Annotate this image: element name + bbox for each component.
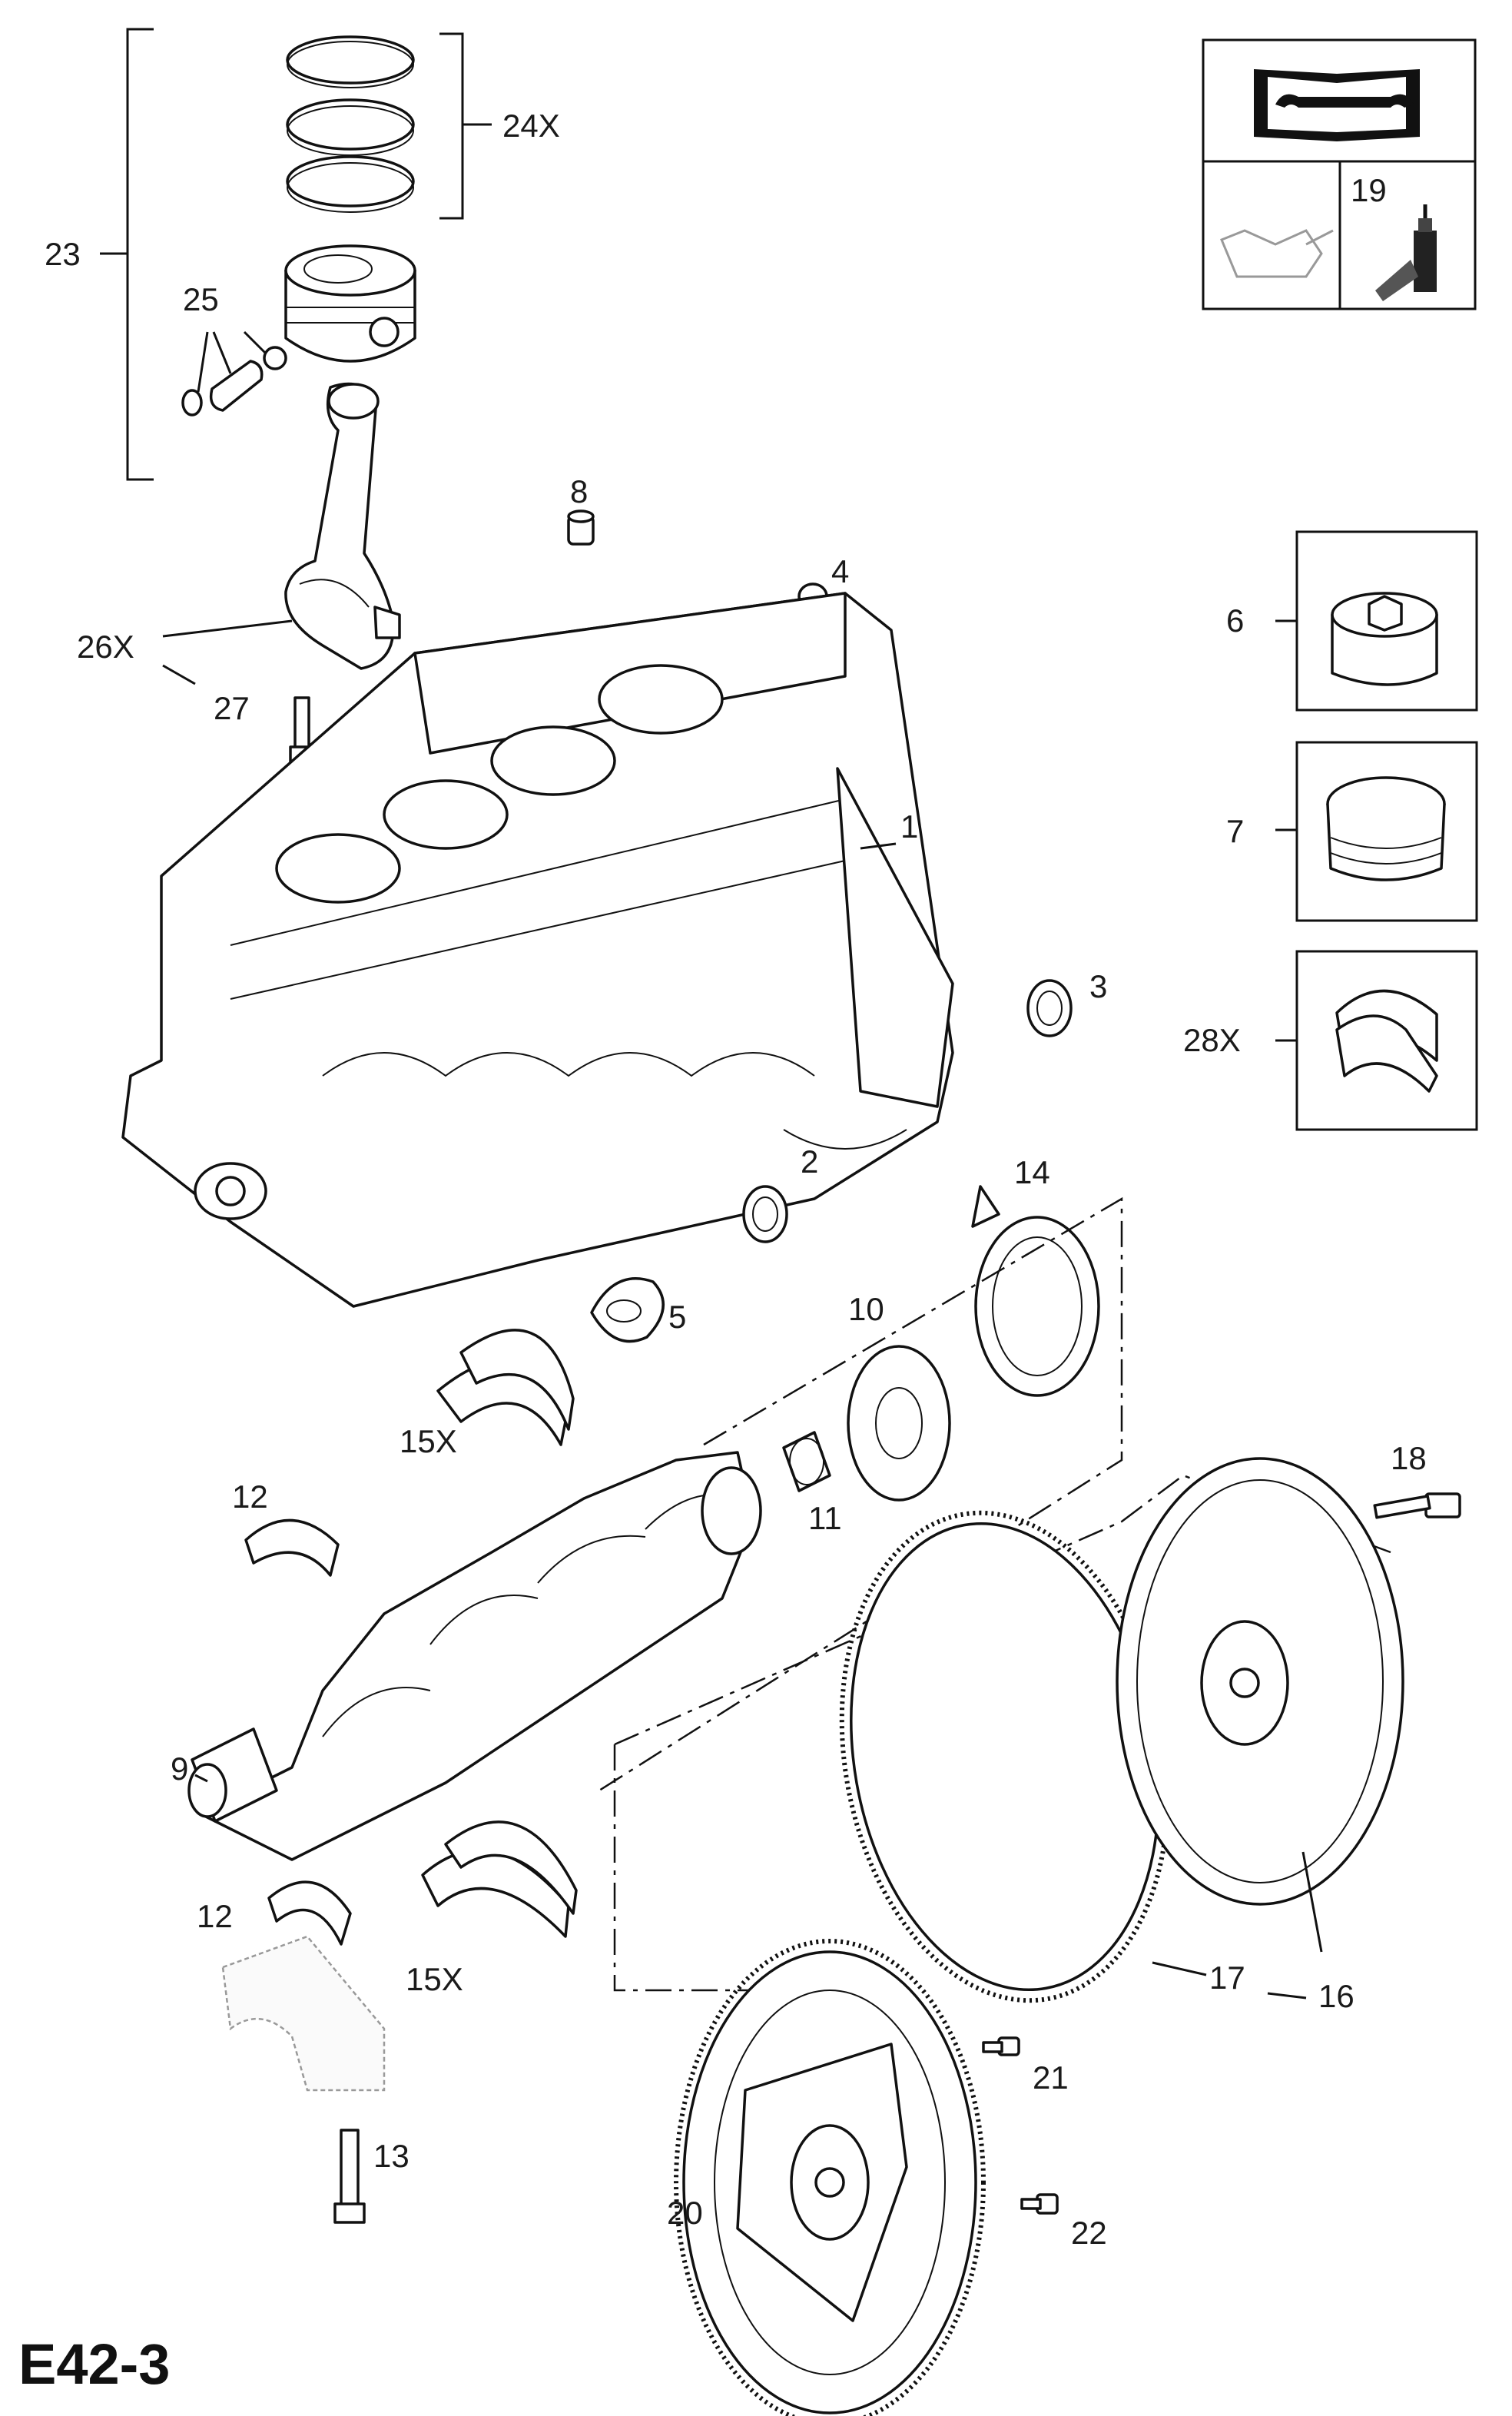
detail-box-28X [1275,950,1478,1131]
detail-box-7 [1275,741,1478,922]
callout-18: 18 [1391,1440,1427,1476]
flywheel-bolt-18 [1373,1492,1461,1519]
callout-26X: 26X [77,629,134,665]
sealant-tube-icon [1375,204,1437,301]
bearing-cap-bolt-13 [333,2129,366,2224]
callout-6: 6 [1226,602,1244,639]
piston [284,244,416,363]
piston-pin-and-clips [181,346,287,416]
engine-block [121,592,954,1308]
callout-19: 19 [1351,172,1387,208]
callout-11: 11 [808,1500,842,1536]
callout-20: 20 [667,2195,703,2231]
callout-17: 17 [1209,1960,1245,1996]
callout-8: 8 [570,473,588,509]
bracket-23 [100,28,154,481]
main-bearing-15X-lower [421,1820,578,1938]
seal-5 [590,1277,665,1343]
callout-23: 23 [45,236,81,272]
callout-28X: 28X [1183,1022,1241,1058]
oil-pump-plate-10 [847,1345,951,1502]
callout-5: 5 [668,1299,686,1335]
dowel-sleeve-8 [567,509,595,546]
crankshaft [187,1451,762,1861]
callout-24X: 24X [502,108,560,144]
callout-4: 4 [831,553,849,589]
callout-12-upper: 12 [232,1478,268,1515]
callout-16: 16 [1318,1978,1354,2014]
callout-15X-upper: 15X [400,1423,457,1459]
bracket-24X [439,32,492,220]
bearing-2 [742,1185,788,1243]
callout-13: 13 [373,2138,410,2174]
thrust-washer-12-lower [267,1880,352,1946]
main-bearing-cap [221,1935,386,2092]
callout-7: 7 [1226,813,1244,849]
flexplate-20 [674,1939,986,2416]
callout-2: 2 [801,1143,818,1180]
main-bearing-15X-upper [436,1329,575,1446]
callout-22: 22 [1071,2215,1107,2251]
callout-21: 21 [1033,2059,1069,2096]
detail-box-6 [1275,530,1478,712]
oil-can-icon [1220,229,1334,278]
callout-3: 3 [1089,968,1107,1004]
callout-25: 25 [183,281,219,317]
callout-1: 1 [900,808,918,845]
legend-box: 19 [1202,38,1477,310]
rear-main-seal-14 [971,1185,1100,1397]
callout-14: 14 [1014,1154,1050,1190]
callout-12-lower: 12 [197,1898,233,1934]
manual-wrench-icon [1254,69,1420,141]
callout-15X-lower: 15X [406,1961,463,1997]
callout-10: 10 [848,1291,884,1327]
bolt-21 [982,2036,1020,2056]
thrust-washer-12-upper [244,1518,340,1577]
bolt-22 [1020,2193,1059,2215]
callout-27: 27 [214,690,250,726]
pilot-bearing-11 [782,1431,831,1492]
connecting-rod [284,382,401,670]
thrust-bearing-3 [1026,979,1073,1037]
flywheel-16 [1116,1457,1404,1906]
callout-9: 9 [171,1751,188,1787]
piston-rings [286,35,415,213]
diagram-code: E42-3 [18,2332,170,2396]
